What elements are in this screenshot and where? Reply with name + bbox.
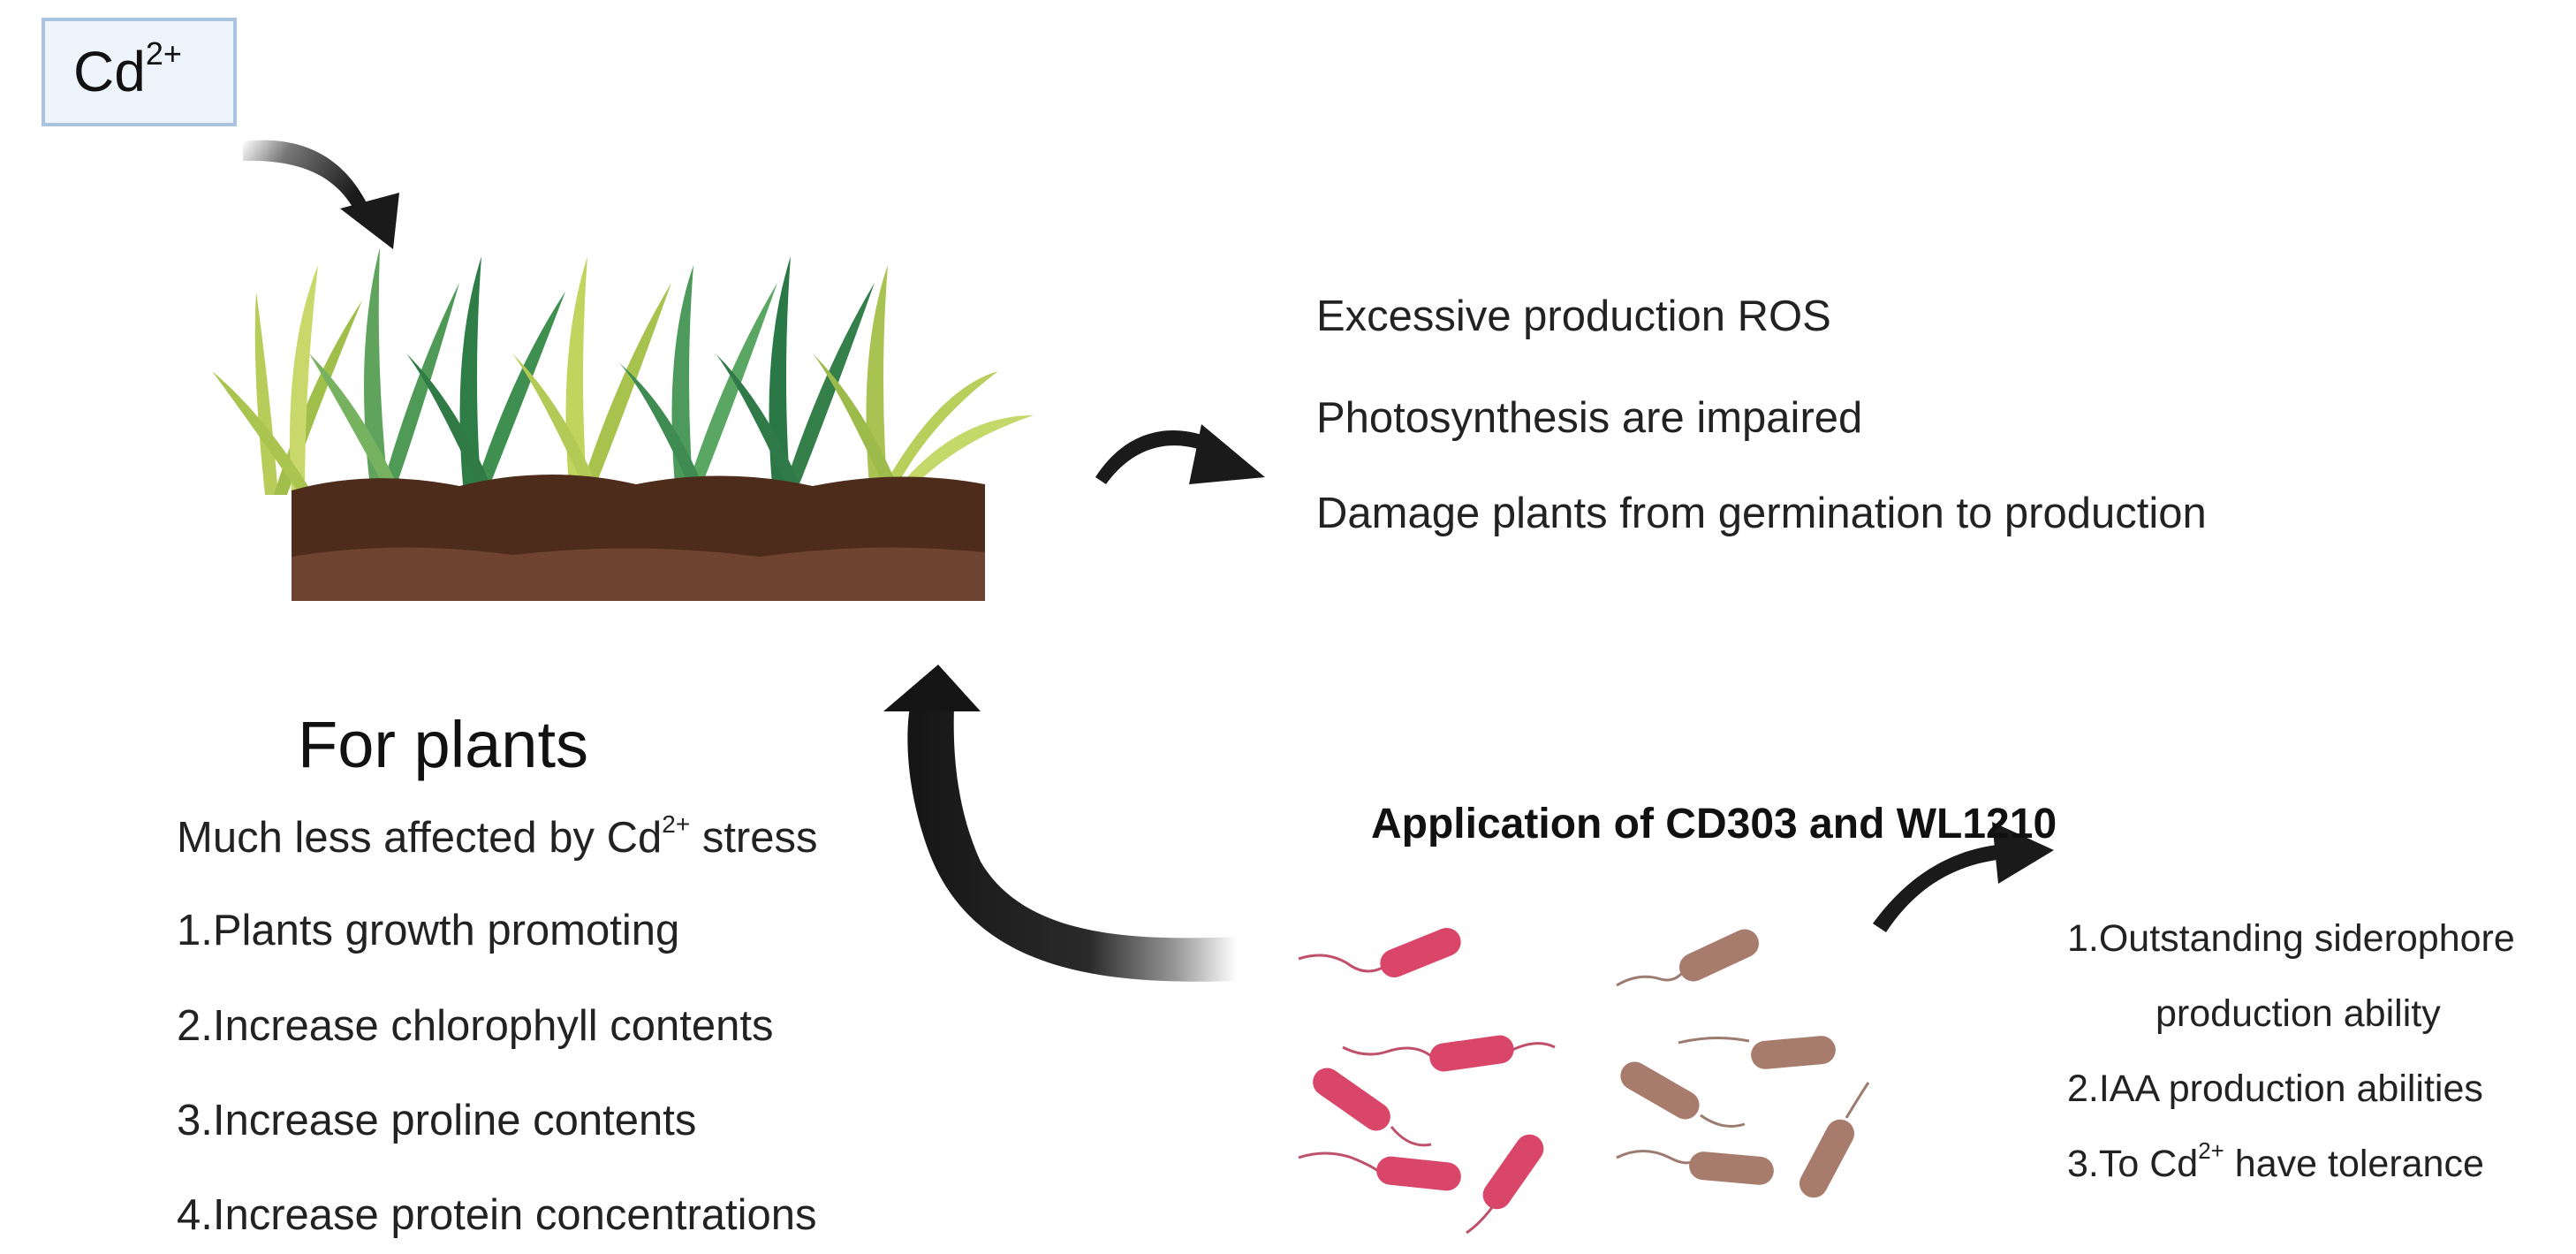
benefit-item: 4.Increase protein concentrations — [177, 1191, 817, 1239]
property-item: 3.To Cd2+ have tolerance — [2067, 1139, 2484, 1186]
bacterium-icon — [1620, 1061, 1746, 1128]
bacterium-icon — [1799, 1082, 1870, 1198]
for-plants-subtitle: Much less affected by Cd2+ stress — [177, 810, 818, 863]
bacteria-to-properties-arrow-icon — [1873, 822, 2054, 932]
cd-ion-box: Cd2+ — [42, 18, 237, 126]
cd-to-soil-arrow-icon — [243, 140, 399, 249]
grass-icon — [212, 247, 1034, 495]
bacterium-icon — [1298, 928, 1461, 977]
bacteria-to-plants-arrow-icon — [883, 665, 1237, 982]
effect-item: Excessive production ROS — [1316, 293, 1831, 340]
subtitle-sup: 2+ — [662, 810, 691, 838]
bacterium-icon — [1342, 1035, 1556, 1072]
subtitle-suffix: stress — [690, 814, 818, 862]
bacterium-icon — [1616, 929, 1760, 987]
bacteria-pink-group — [1298, 928, 1556, 1235]
effect-item: Damage plants from germination to produc… — [1316, 490, 2207, 537]
effect-item: Photosynthesis are impaired — [1316, 394, 1863, 442]
property-text: 3.To Cd — [2067, 1143, 2199, 1185]
bacterium-icon — [1298, 1151, 1461, 1191]
soil-icon — [292, 474, 985, 601]
property-item: production ability — [2156, 992, 2441, 1035]
benefit-item: 2.Increase chlorophyll contents — [177, 1002, 774, 1050]
property-item: 2.IAA production abilities — [2067, 1068, 2483, 1110]
soil-to-effects-arrow-icon — [1095, 424, 1265, 484]
application-title: Application of CD303 and WL1210 — [1371, 801, 2057, 847]
cd-ion-label: Cd — [73, 40, 146, 103]
property-item: 1.Outstanding siderophore — [2067, 917, 2515, 960]
property-sup: 2+ — [2198, 1137, 2224, 1164]
cd-ion-charge: 2+ — [145, 35, 182, 72]
bacterium-icon — [1616, 1150, 1774, 1185]
bacterium-icon — [1678, 1036, 1836, 1069]
bacterium-icon — [1313, 1068, 1432, 1147]
bacterium-icon — [1466, 1134, 1544, 1235]
for-plants-title: For plants — [298, 708, 589, 781]
benefit-item: 1.Plants growth promoting — [177, 907, 680, 954]
subtitle-text: Much less affected by Cd — [177, 814, 663, 862]
benefit-item: 3.Increase proline contents — [177, 1097, 697, 1144]
bacteria-brown-group — [1616, 929, 1870, 1198]
property-suffix: have tolerance — [2224, 1143, 2484, 1185]
